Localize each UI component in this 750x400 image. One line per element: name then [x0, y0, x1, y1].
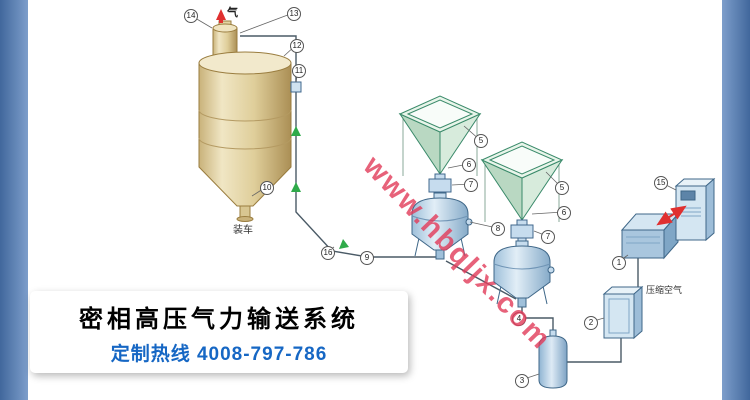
- callout-leader: [533, 230, 548, 237]
- callout-leader: [589, 317, 605, 323]
- callout-leader: [447, 163, 469, 169]
- callout-leader: [520, 373, 540, 381]
- blower-unit: [620, 212, 680, 260]
- gas-label: 气: [227, 7, 238, 19]
- banner: 密相高压气力输送系统 定制热线 4008-797-786: [30, 291, 408, 373]
- valve-symbols: [290, 81, 349, 249]
- callout-leader: [239, 12, 294, 34]
- callout-leader: [531, 211, 564, 215]
- feed-hopper-2: [480, 141, 564, 247]
- control-cabinet: [674, 177, 716, 242]
- air-receiver-tank: [538, 329, 568, 389]
- air-dryer: [602, 285, 644, 340]
- pipes: [240, 35, 639, 363]
- callout-leader: [469, 221, 498, 229]
- truck-loading-label: 装车: [233, 225, 253, 236]
- callout-leader: [451, 183, 471, 186]
- signal-arrow: [656, 205, 687, 226]
- pressure-vessel-2: [493, 240, 555, 308]
- gas-vent-arrow: [216, 9, 226, 23]
- pressure-vessel-1: [411, 192, 473, 260]
- left-border-bar: [0, 0, 28, 400]
- banner-title: 密相高压气力输送系统: [79, 305, 359, 333]
- banner-hotline: 定制热线 4008-797-786: [110, 343, 328, 365]
- callout-leader: [283, 44, 297, 57]
- callout-leader: [189, 14, 213, 29]
- compressed-air-label: 压缩空气: [646, 285, 683, 295]
- right-border-bar: [722, 0, 750, 400]
- callout-leader: [659, 181, 677, 191]
- storage-silo: [198, 20, 292, 222]
